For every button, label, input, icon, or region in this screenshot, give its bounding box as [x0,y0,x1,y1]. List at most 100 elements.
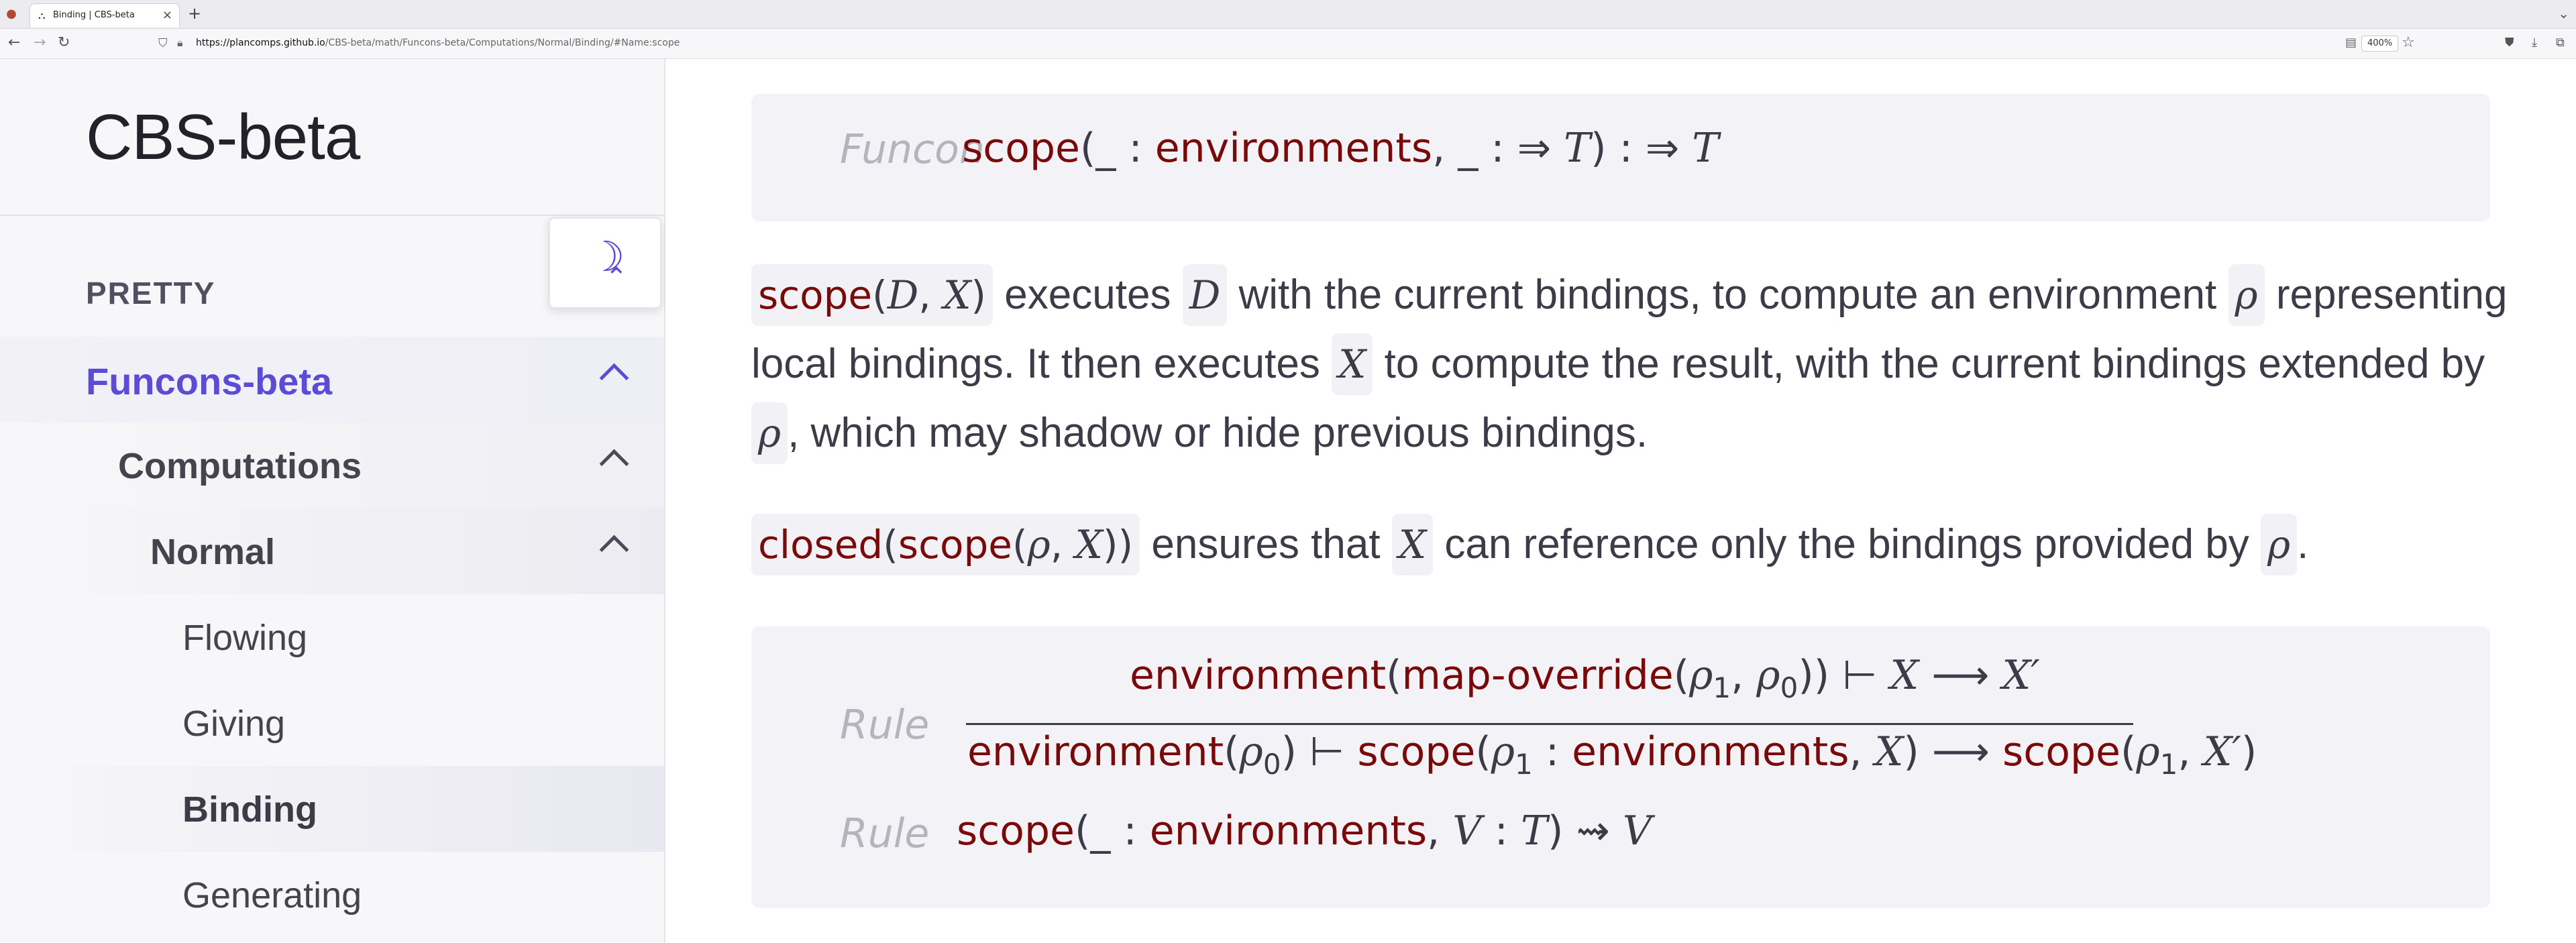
var-x-prime: X′ [2203,728,2241,775]
chevron-up-icon[interactable] [599,363,629,393]
var-d: D [1189,272,1221,318]
var-rho: ρ [1491,728,1515,775]
text: can reference only the bindings provided… [1444,521,2249,567]
rule-premise: environment(map-override(ρ1, ρ0)) ⊢ X ⟶ … [1130,652,2040,704]
sidebar-item-label: Computations [118,446,362,486]
colon: : [1491,125,1505,172]
var-x-prime: X′ [2002,652,2040,699]
code-x: X [1391,514,1434,575]
map-override-link[interactable]: map-override [1401,652,1674,699]
var-rho: ρ [1689,652,1713,699]
browser-menu-icon[interactable]: ● [6,7,17,21]
sidebar-item-label: Flowing [182,618,308,658]
scope-link[interactable]: scope [758,272,873,318]
chevron-up-icon: ⌃ [605,262,628,293]
sidebar-item-giving[interactable]: Giving [0,680,664,766]
var-rho: ρ [2235,272,2258,318]
sidebar-item-flowing[interactable]: Flowing [0,594,664,680]
step-arrow-symbol: ⟶ [1931,652,1990,699]
var-rho: ρ [1027,522,1051,567]
var-v: V [1622,808,1652,854]
back-arrow-icon[interactable]: ← [8,34,21,51]
chevron-up-icon[interactable] [599,535,629,565]
environments-link[interactable]: environments [1149,808,1428,854]
site-title[interactable]: CBS-beta [86,101,360,173]
address-bar[interactable]: https://plancomps.github.io/CBS-beta/mat… [196,38,680,48]
code-closed-scope: closed(scope(ρ, X)) [751,514,1140,575]
extensions-icon[interactable]: ⧉ [2556,36,2565,50]
scope-link[interactable]: scope [2002,728,2121,775]
scope-link[interactable]: scope [957,808,1075,854]
rewrite-arrow-symbol: ⇝ [1576,808,1610,854]
environment-link[interactable]: environment [1130,652,1387,699]
new-tab-button[interactable]: + [188,4,202,23]
scope-link[interactable]: scope [1357,728,1476,775]
var-x: X [1874,728,1904,775]
var-rho: ρ [2136,728,2160,775]
forward-arrow-icon[interactable]: → [34,34,46,51]
code-x: X [1332,333,1373,395]
code-d: D [1182,264,1228,326]
sidebar-divider [0,215,664,216]
code-rho: ρ [2228,264,2265,326]
browser-tab-active[interactable]: ⛬ Binding | CBS-beta × [30,3,180,27]
closed-link[interactable]: closed [758,522,883,567]
environments-link[interactable]: environments [1572,728,1849,775]
description-paragraph-2: closed(scope(ρ, X)) ensures that X can r… [751,510,2522,579]
type-var: T [1692,125,1719,172]
var-x: X [1398,522,1427,567]
type-var: T [1564,125,1591,172]
step-arrow-symbol: ⟶ [1931,728,1990,775]
text: to compute the result, with the current … [1384,341,2485,387]
funcon-name-link[interactable]: scope [962,125,1080,172]
theme-toggle-button[interactable]: ☽ ⌃ [549,217,661,309]
reader-view-icon[interactable]: ▤ [2345,36,2357,50]
sidebar-item-funcons-beta[interactable]: Funcons-beta [0,337,664,423]
environment-link[interactable]: environment [967,728,1224,775]
var-d: D [887,272,919,318]
reload-icon[interactable]: ↻ [58,34,70,51]
browser-tab-bar: ● ⛬ Binding | CBS-beta × + ⌄ [0,0,2576,29]
funcon-label: Funcon [840,126,985,173]
sidebar-item-label: Binding [182,789,317,830]
text: . [2297,521,2309,567]
url-path: /CBS-beta/math/Funcons-beta/Computations… [325,38,680,48]
sidebar-item-label: Funcons-beta [86,360,333,402]
main-content: Funcon scope(_ : environments, _ : ⇒ T) … [665,59,2576,943]
rule-rewrite: scope(_ : environments, V : T) ⇝ V [957,808,1652,854]
shield-icon[interactable]: ⛉ [158,36,168,50]
bookmark-star-icon[interactable]: ☆ [2402,34,2415,51]
tab-close-icon[interactable]: × [162,8,172,22]
environments-link[interactable]: environments [1155,125,1433,172]
zoom-level-button[interactable]: 400% [2361,36,2399,52]
tab-list-chevron-icon[interactable]: ⌄ [2558,5,2569,21]
rules-box: Rule environment(map-override(ρ1, ρ0)) ⊢… [751,626,2490,908]
var-x: X [1338,341,1366,387]
arg-placeholder: _ [1095,125,1116,172]
arg-placeholder: _ [1458,125,1479,172]
text: , which may shadow or hide previous bind… [788,410,1648,456]
funcon-signature: scope(_ : environments, _ : ⇒ T) : ⇒ T [962,125,1719,172]
turnstile-symbol: ⊢ [1309,728,1345,775]
arrow-symbol: ⇒ [1517,125,1551,172]
chevron-up-icon[interactable] [599,449,629,479]
sidebar: CBS-beta PRETTY ☽ ⌃ Funcons-beta Computa… [0,59,665,943]
turnstile-symbol: ⊢ [1842,652,1878,699]
sidebar-item-computations[interactable]: Computations [0,423,664,508]
var-x: X [943,272,971,318]
sidebar-item-binding[interactable]: Binding [0,766,664,852]
download-icon[interactable]: ⤓ [2532,36,2537,50]
var-rho: ρ [2267,522,2291,567]
sidebar-item-generating[interactable]: Generating [0,852,664,938]
text: ensures that [1151,521,1381,567]
arrow-symbol: ⇒ [1645,125,1680,172]
lock-icon[interactable]: 🔒︎ [177,36,183,49]
sidebar-item-normal[interactable]: Normal [0,508,664,594]
tab-title: Binding | CBS-beta [53,10,135,20]
pocket-icon[interactable]: ⛊ [2505,36,2514,50]
var-x: X [1075,522,1103,567]
section-label: PRETTY [86,276,216,311]
scope-link[interactable]: scope [898,522,1012,567]
code-rho: ρ [751,402,788,464]
rule-label: Rule [840,702,930,748]
